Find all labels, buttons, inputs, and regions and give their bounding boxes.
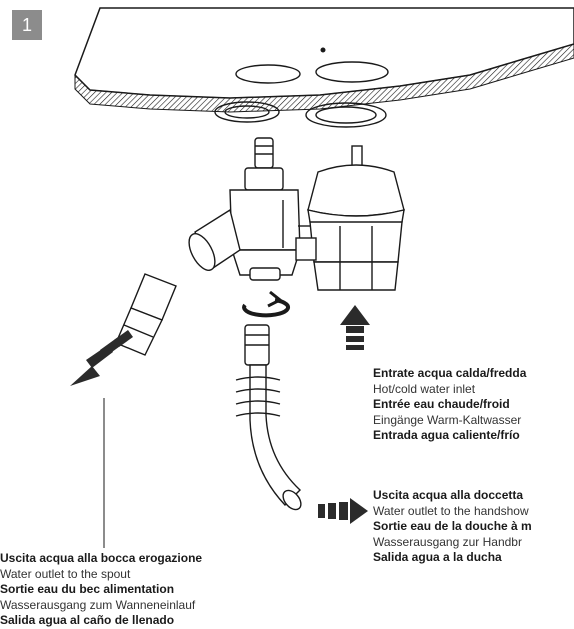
spout-hose (115, 273, 177, 356)
caption-line: Salida agua a la ducha (373, 550, 502, 564)
installation-diagram (70, 7, 574, 548)
shower-outlet-arrow (318, 498, 368, 524)
caption-line: Wasserausgang zur Handbr (373, 534, 522, 549)
inlet-arrow (340, 305, 370, 350)
caption-line: Entrée eau chaude/froid (373, 397, 510, 411)
caption-inlet: Entrate acqua calda/fredda Hot/cold wate… (373, 366, 526, 444)
rotate-arrow (242, 290, 290, 318)
countertop (74, 7, 574, 113)
caption-line: Sortie eau de la douche à m (373, 519, 532, 533)
mixer-body (295, 145, 405, 291)
caption-spout-outlet: Uscita acqua alla bocca erogazione Water… (0, 551, 202, 629)
caption-line: Wasserausgang zum Wanneneinlauf (0, 597, 196, 612)
caption-line: Uscita acqua alla doccetta (373, 488, 524, 502)
caption-line: Entrada agua caliente/frío (373, 428, 520, 442)
caption-line: Eingänge Warm-Kaltwasser (373, 412, 522, 427)
shower-hose (235, 324, 302, 511)
spout-outlet-arrow (70, 330, 133, 386)
gasket-right (305, 102, 387, 128)
step-number-badge: 1 (12, 10, 42, 40)
caption-line: Water outlet to the spout (0, 566, 131, 581)
caption-line: Sortie eau du bec alimentation (0, 582, 175, 596)
caption-line: Water outlet to the handshow (373, 503, 529, 518)
caption-shower-outlet: Uscita acqua alla doccetta Water outlet … (373, 488, 532, 566)
caption-line: Uscita acqua alla bocca erogazione (0, 551, 203, 565)
gasket-left (214, 101, 280, 123)
caption-line: Salida agua al caño de llenado (0, 613, 175, 627)
diverter-body (188, 137, 301, 281)
caption-line: Entrate acqua calda/fredda (373, 366, 527, 380)
caption-line: Hot/cold water inlet (373, 381, 476, 396)
